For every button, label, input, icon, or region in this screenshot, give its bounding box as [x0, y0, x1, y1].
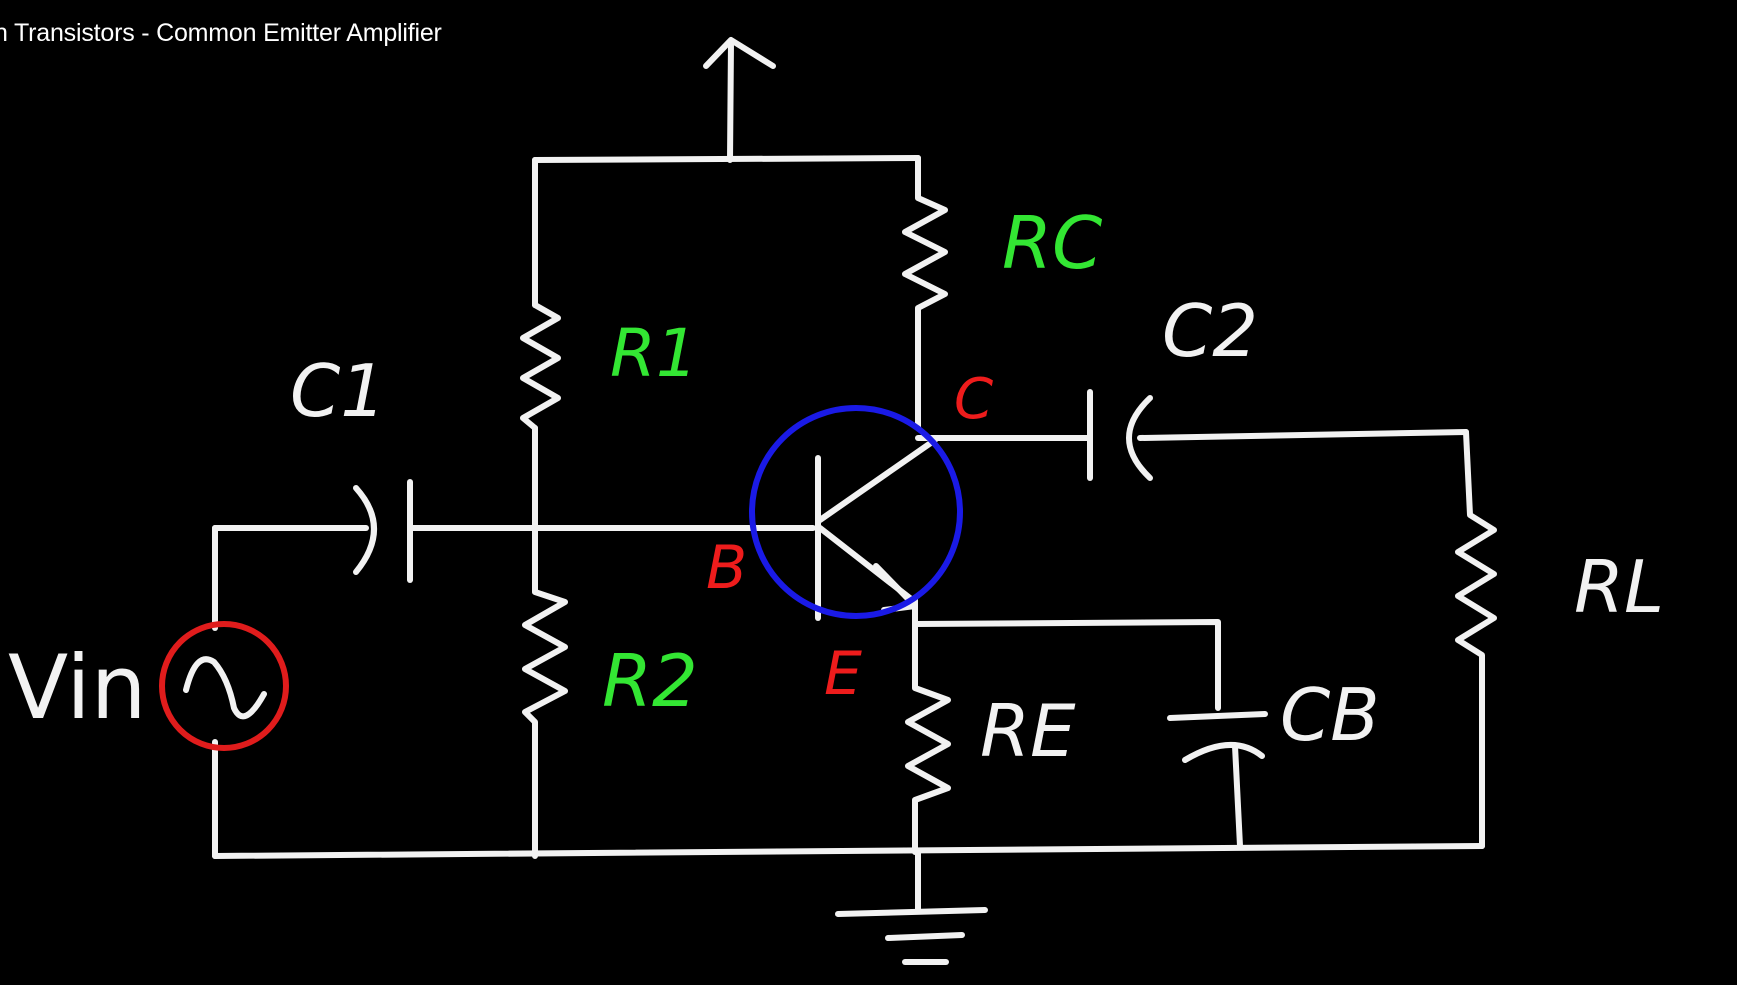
cb-capacitor	[1167, 711, 1268, 849]
vin-label: Vin	[8, 636, 147, 739]
emitter-label: E	[824, 639, 862, 709]
r2-label: R2	[602, 639, 698, 723]
rl-label: RL	[1574, 545, 1664, 629]
rc-resistor	[902, 155, 948, 431]
ac-source-icon	[159, 621, 289, 751]
c1-capacitor	[212, 479, 413, 583]
top-rail-wire	[532, 155, 921, 163]
rl-resistor	[1455, 429, 1497, 849]
vcc-supply-arrow	[703, 37, 776, 163]
video-title: n Transistors - Common Emitter Amplifier	[0, 19, 442, 47]
c2-capacitor	[1087, 389, 1469, 481]
rc-label: RC	[1002, 201, 1103, 285]
collector-label: C	[954, 367, 993, 432]
r2-resistor	[522, 525, 568, 859]
c2-label: C2	[1162, 289, 1258, 373]
c1-label: C1	[290, 349, 386, 433]
re-resistor	[905, 595, 951, 855]
r1-label: R1	[610, 315, 698, 392]
ground-icon	[835, 849, 988, 965]
cb-top-wire	[912, 619, 1221, 711]
transistor-npn	[749, 405, 963, 621]
r1-resistor	[520, 302, 561, 431]
base-label: B	[706, 533, 747, 603]
cb-label: CB	[1280, 673, 1380, 757]
ground-rail-wire	[212, 843, 1485, 859]
re-label: RE	[980, 689, 1076, 773]
